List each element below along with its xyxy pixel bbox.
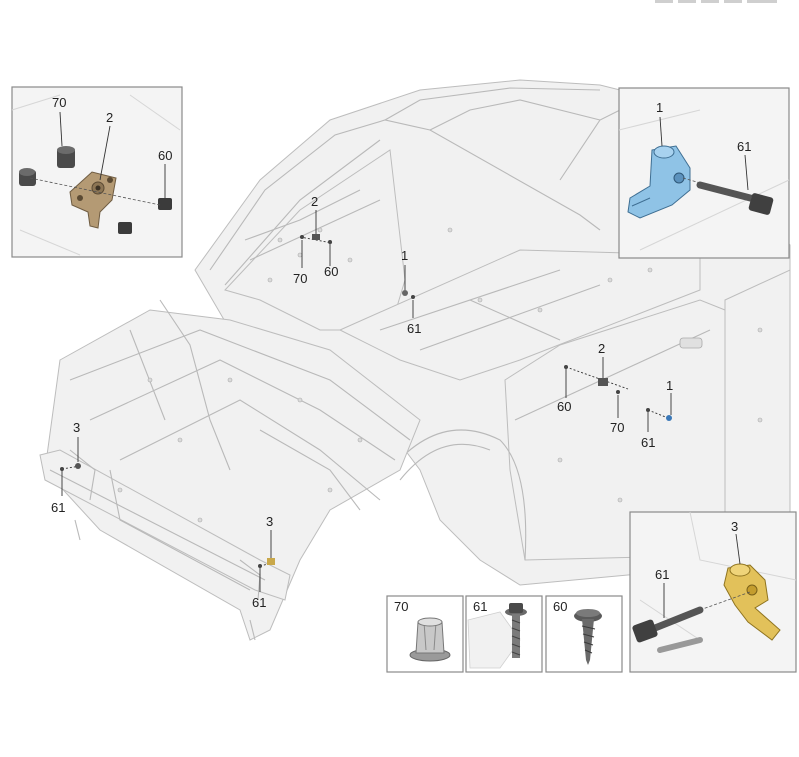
body-holes [117,227,763,523]
callout-60-door: 60 [557,399,571,414]
legend-item-70: 70 [386,595,464,673]
callout-61-front: 61 [252,595,266,610]
bracket-2 [69,171,117,229]
callout-door-bracket: 2 60 70 [557,341,629,435]
inset-gold-sensor-detail: 3 61 [629,511,797,673]
legend-number-61: 61 [473,599,487,614]
callout-left-sensor: 3 61 [51,420,81,515]
inset-label-2: 2 [106,110,113,125]
header-marks [655,0,777,3]
inset-label-1: 1 [656,100,663,115]
callout-3-front: 3 [266,514,273,529]
inset-label-61-topright: 61 [737,139,751,154]
callout-2-apillar: 2 [311,194,318,209]
legend-number-60: 60 [553,599,567,614]
callout-front-sensor: 3 61 [252,514,275,610]
clip-nut-icon [409,617,451,662]
gold-sensor-3 [723,563,781,641]
clip-nut-70 [19,146,75,186]
callout-1-roof: 1 [401,248,408,263]
bolt-61 [696,181,774,215]
callout-apillar-bracket: 2 70 60 [293,194,338,286]
fastener-legend: 70 61 60 [386,595,623,673]
inset-label-3: 3 [731,519,738,534]
blue-sensor-1 [627,145,691,219]
callout-61-left: 61 [51,500,65,515]
callout-1-door: 1 [666,378,673,393]
self-tapping-screw-icon [574,609,602,665]
inset-bracket-detail: 70 2 60 [11,86,183,258]
callout-70-door: 70 [610,420,624,435]
callout-roof-sensor: 1 61 [401,248,421,336]
bolt-61-bottom [632,606,704,643]
legend-item-61: 61 [465,595,543,673]
callout-2-door: 2 [598,341,605,356]
flange-bolt-icon [505,603,527,658]
callout-door-sensor: 1 61 [641,378,673,450]
legend-number-70: 70 [394,599,408,614]
callout-70-apillar: 70 [293,271,307,286]
callout-3-left: 3 [73,420,80,435]
callout-61-roof: 61 [407,321,421,336]
inset-blue-sensor-detail: 1 61 [618,87,790,259]
inset-label-60: 60 [158,148,172,163]
inset-label-61-bottomright: 61 [655,567,669,582]
screws-60 [118,198,172,234]
legend-item-60: 60 [545,595,623,673]
callout-61-door: 61 [641,435,655,450]
callout-60-apillar: 60 [324,264,338,279]
inset-label-70: 70 [52,95,66,110]
